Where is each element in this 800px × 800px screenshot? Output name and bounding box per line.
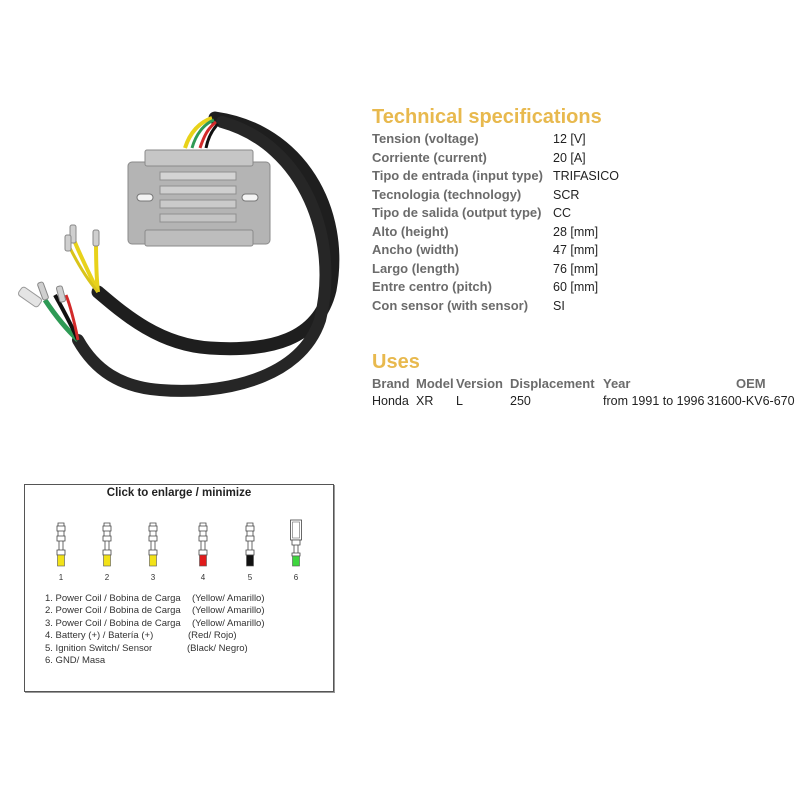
legend-item: 1. Power Coil / Bobina de Carga (Yellow/ …	[45, 593, 265, 605]
spec-label: Ancho (width)	[372, 242, 459, 257]
legend-wire-color: (Black/ Negro)	[187, 642, 248, 654]
enlarge-toggle-label[interactable]: Click to enlarge / minimize	[106, 487, 252, 499]
connector-6-icon	[290, 519, 302, 567]
specs-title: Technical specifications	[372, 106, 602, 128]
spec-row: Corriente (current) 20 [A]	[372, 149, 792, 168]
spec-label: Largo (length)	[372, 260, 460, 276]
cell-year: from 1991 to 1996	[603, 393, 705, 408]
spec-value: SI	[553, 298, 565, 313]
spec-value: 47 [mm]	[553, 243, 599, 257]
uses-section: Uses Brand Model Version Displacement Ye…	[372, 349, 797, 409]
spec-value: 20 [A]	[553, 150, 586, 165]
spec-row: Ancho (width) 47 [mm]	[372, 241, 792, 260]
product-image	[0, 90, 360, 410]
wiring-diagram[interactable]: Click to enlarge / minimize 1 2 3 4 5 6 …	[24, 484, 334, 692]
legend-wire-color: (Yellow/ Amarillo)	[192, 605, 265, 617]
spec-row: Largo (length) 76 [mm]	[372, 260, 792, 279]
technical-specifications: Technical specifications Tension (voltag…	[372, 104, 792, 315]
connector-4-icon	[198, 522, 208, 567]
legend-item: 6. GND/ Masa	[45, 655, 265, 667]
connector-number: 3	[150, 573, 156, 582]
uses-table: Brand Model Version Displacement Year OE…	[372, 375, 795, 409]
spec-row: Tecnologia (technology) SCR	[372, 186, 792, 205]
uses-header-row: Brand Model Version Displacement Year OE…	[372, 375, 795, 392]
spec-label: Corriente (current)	[372, 149, 487, 165]
cell-brand: Honda	[372, 393, 409, 408]
connector-2-icon	[102, 522, 112, 567]
connector-number: 4	[200, 573, 206, 582]
spec-row: Alto (height) 28 [mm]	[372, 223, 792, 242]
spec-row: Tipo de salida (output type) CC	[372, 204, 792, 223]
legend-description: 5. Ignition Switch/ Sensor	[45, 642, 153, 654]
connector-number: 5	[247, 573, 253, 582]
legend-description: 3. Power Coil / Bobina de Carga	[45, 617, 181, 629]
spec-label: Entre centro (pitch)	[372, 279, 492, 294]
col-year: Year	[603, 376, 631, 391]
spec-row: Tension (voltage) 12 [V]	[372, 130, 792, 149]
legend-wire-color: (Yellow/ Amarillo)	[192, 593, 265, 604]
legend-item: 2. Power Coil / Bobina de Carga (Yellow/ …	[45, 605, 265, 617]
spec-value: CC	[553, 206, 572, 220]
legend-item: 5. Ignition Switch/ Sensor (Black/ Negro)	[45, 643, 265, 655]
spec-label: Tipo de entrada (input type)	[372, 168, 543, 183]
legend-description: 1. Power Coil / Bobina de Carga	[45, 593, 181, 604]
connector-5-icon	[245, 522, 255, 567]
connector-number: 1	[58, 573, 64, 582]
legend-item: 3. Power Coil / Bobina de Carga (Yellow/ …	[45, 618, 265, 630]
spec-label: Alto (height)	[372, 223, 449, 239]
spec-label: Con sensor (with sensor)	[372, 297, 529, 313]
spec-row: Tipo de entrada (input type) TRIFASICO	[372, 167, 792, 186]
legend-description: 2. Power Coil / Bobina de Carga	[45, 605, 181, 617]
legend-wire-color: (Red/ Rojo)	[188, 630, 237, 642]
cell-version: L	[456, 393, 463, 408]
spec-value: 28 [mm]	[553, 224, 599, 239]
col-oem: OEM	[735, 376, 766, 391]
spec-row: Con sensor (with sensor) SI	[372, 297, 792, 316]
legend-item: 4. Battery (+) / Batería (+) (Red/ Rojo)	[45, 630, 265, 642]
spec-value: 76 [mm]	[553, 261, 599, 276]
cell-displacement: 250	[510, 393, 531, 408]
uses-title: Uses	[372, 351, 420, 373]
spec-row: Entre centro (pitch) 60 [mm]	[372, 278, 792, 297]
spec-value: 12 [V]	[553, 132, 586, 146]
wiring-legend: 1. Power Coil / Bobina de Carga (Yellow/ …	[45, 593, 265, 667]
legend-wire-color: (Yellow/ Amarillo)	[192, 617, 265, 629]
table-row: Honda XR L 250 from 1991 to 1996 31600-K…	[372, 392, 795, 409]
connector-1-icon	[56, 522, 66, 567]
connector-3-icon	[148, 522, 158, 567]
col-displacement: Displacement	[510, 376, 595, 391]
spec-value: TRIFASICO	[553, 169, 619, 183]
col-version: Version	[456, 376, 503, 391]
spec-value: 60 [mm]	[553, 280, 599, 294]
col-model: Model	[416, 376, 454, 391]
spec-label: Tecnologia (technology)	[372, 186, 522, 202]
connector-number: 6	[293, 573, 299, 582]
connector-number: 2	[104, 573, 110, 582]
spec-label: Tension (voltage)	[372, 131, 479, 146]
legend-description: 6. GND/ Masa	[45, 655, 106, 667]
spec-value: SCR	[553, 187, 580, 202]
col-brand: Brand	[372, 376, 410, 391]
spec-label: Tipo de salida (output type)	[372, 205, 542, 220]
cell-model: XR	[416, 393, 434, 408]
legend-description: 4. Battery (+) / Batería (+)	[45, 630, 154, 642]
cell-oem: 31600-KV6-670	[707, 393, 795, 408]
